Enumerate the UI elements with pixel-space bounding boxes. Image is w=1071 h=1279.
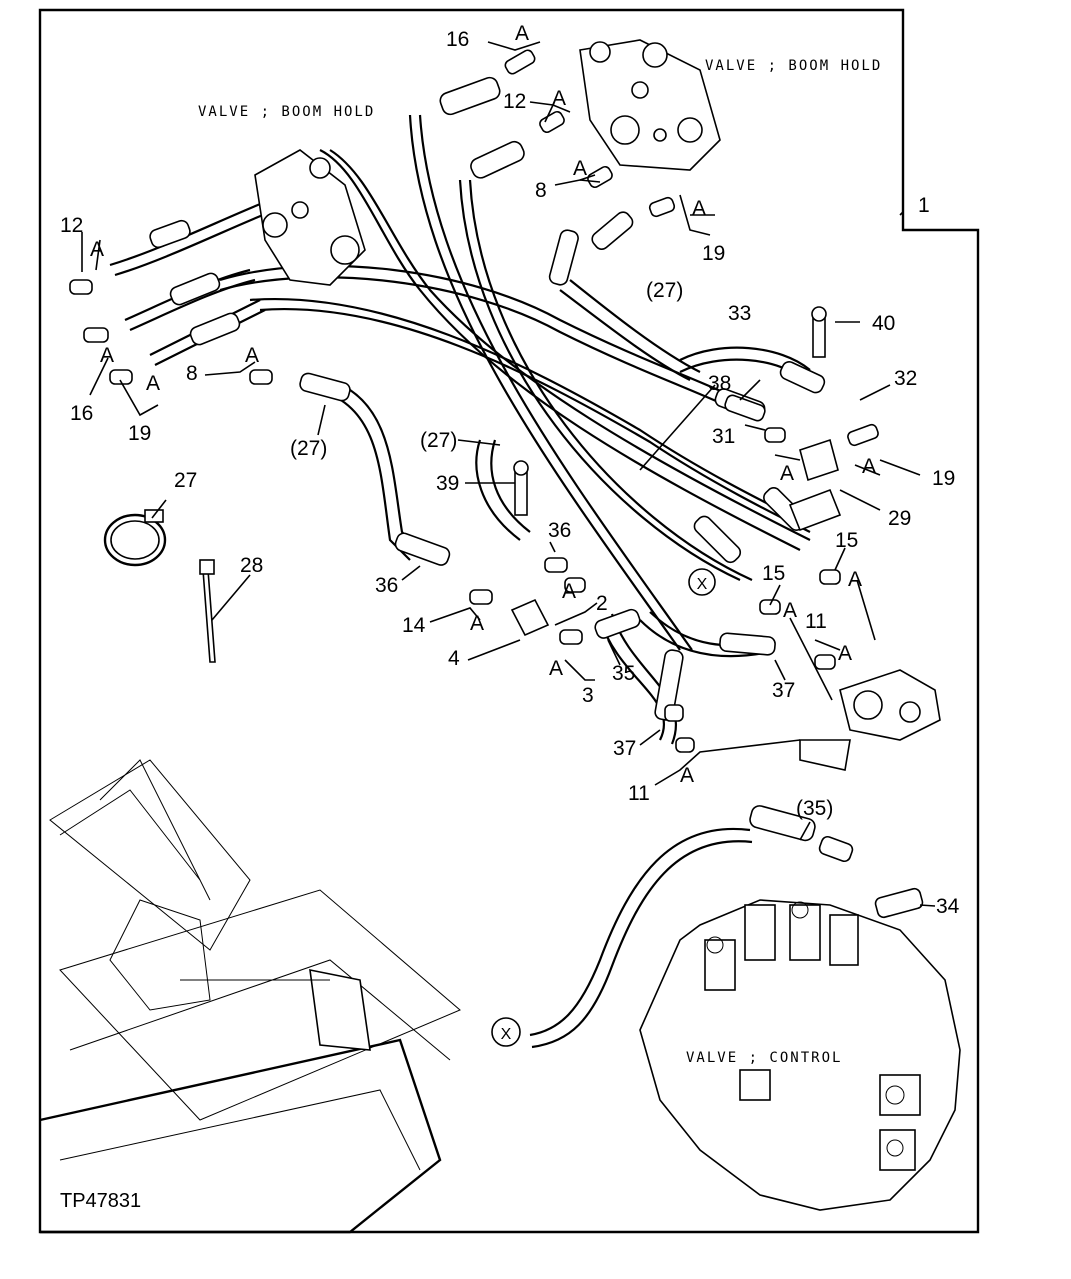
ref-letter-a: A <box>862 455 876 478</box>
caption-valve-boom-hold-right: VALVE ; BOOM HOLD <box>705 58 882 74</box>
callout-36-left: 36 <box>375 574 398 597</box>
callout-12-left: 12 <box>60 214 83 237</box>
connection-marker-x-lower: X <box>491 1017 521 1047</box>
callout-16-upper: 16 <box>446 28 469 51</box>
ref-letters: A A A A A A A A A A A A A A A A A <box>90 22 876 787</box>
callout-39: 39 <box>436 472 459 495</box>
callout-37-right: 37 <box>772 679 795 702</box>
callout-19-left: 19 <box>128 422 151 445</box>
control-valve <box>639 899 961 1211</box>
ref-letter-a: A <box>552 87 566 110</box>
callout-14: 14 <box>402 614 426 637</box>
callout-29: 29 <box>888 507 911 530</box>
boom-hold-valve-left <box>254 149 366 286</box>
ref-letter-a: A <box>515 22 529 45</box>
tee-block-29 <box>788 306 842 532</box>
callout-19-right: 19 <box>932 467 955 490</box>
callout-27-ref-left: (27) <box>290 437 327 460</box>
caption-valve-boom-hold-left: VALVE ; BOOM HOLD <box>198 104 375 120</box>
ref-letter-a: A <box>90 238 104 261</box>
callout-3: 3 <box>582 684 594 707</box>
ref-letter-a: A <box>549 657 563 680</box>
ref-letter-a: A <box>573 157 587 180</box>
leader-lines <box>81 41 936 907</box>
ref-letter-a: A <box>780 462 794 485</box>
callout-37-bottom: 37 <box>613 737 636 760</box>
callout-16-left: 16 <box>70 402 93 425</box>
callout-11-right: 11 <box>805 610 827 633</box>
callout-19-upper: 19 <box>702 242 725 265</box>
callout-8-upper: 8 <box>535 179 547 202</box>
ref-letter-a: A <box>783 599 797 622</box>
ref-letter-a: A <box>838 642 852 665</box>
connection-marker-x-upper: X <box>688 568 716 596</box>
ref-letter-a: A <box>680 764 694 787</box>
strap-28 <box>199 559 216 663</box>
callout-27-ref-right: (27) <box>646 279 683 302</box>
callout-40: 40 <box>872 312 895 335</box>
callout-31: 31 <box>712 425 735 448</box>
callout-8-lower: 8 <box>186 362 198 385</box>
callouts: 1 2 3 4 8 8 11 11 12 12 14 15 15 16 16 1… <box>60 28 960 918</box>
callout-28: 28 <box>240 554 263 577</box>
figure-id: TP47831 <box>60 1190 141 1212</box>
ref-letter-a: A <box>848 568 862 591</box>
ref-letter-a: A <box>100 344 114 367</box>
callout-38: 38 <box>708 372 731 395</box>
ref-letter-a: A <box>470 612 484 635</box>
callout-34: 34 <box>936 895 960 918</box>
ref-letter-a: A <box>146 372 160 395</box>
callout-15-upper: 15 <box>835 529 858 552</box>
svg-text:X: X <box>697 576 708 593</box>
callout-32: 32 <box>894 367 917 390</box>
callout-4: 4 <box>448 647 460 670</box>
callout-35-ref: (35) <box>796 797 833 820</box>
callout-27-ref-middle: (27) <box>420 429 457 452</box>
callout-27: 27 <box>174 469 197 492</box>
block-4 <box>510 460 550 637</box>
machine-overview-sketch <box>39 759 461 1234</box>
callout-15-lower: 15 <box>762 562 785 585</box>
caption-valve-control: VALVE ; CONTROL <box>686 1050 842 1066</box>
boom-hold-valve-right <box>579 39 721 171</box>
bracket-assembly <box>799 669 941 771</box>
callout-12-upper: 12 <box>503 90 526 113</box>
ref-letter-a: A <box>562 580 576 603</box>
clamp-27 <box>103 509 167 567</box>
ref-letter-a: A <box>245 344 259 367</box>
ref-letter-a: A <box>692 197 706 220</box>
callout-1: 1 <box>918 194 930 217</box>
callout-2: 2 <box>596 592 608 615</box>
hose-ferrules <box>149 76 826 842</box>
callout-35: 35 <box>612 662 635 685</box>
callout-33: 33 <box>728 302 751 325</box>
callout-11-bottom: 11 <box>628 782 650 805</box>
svg-text:X: X <box>501 1026 512 1043</box>
callout-36-middle: 36 <box>548 519 571 542</box>
